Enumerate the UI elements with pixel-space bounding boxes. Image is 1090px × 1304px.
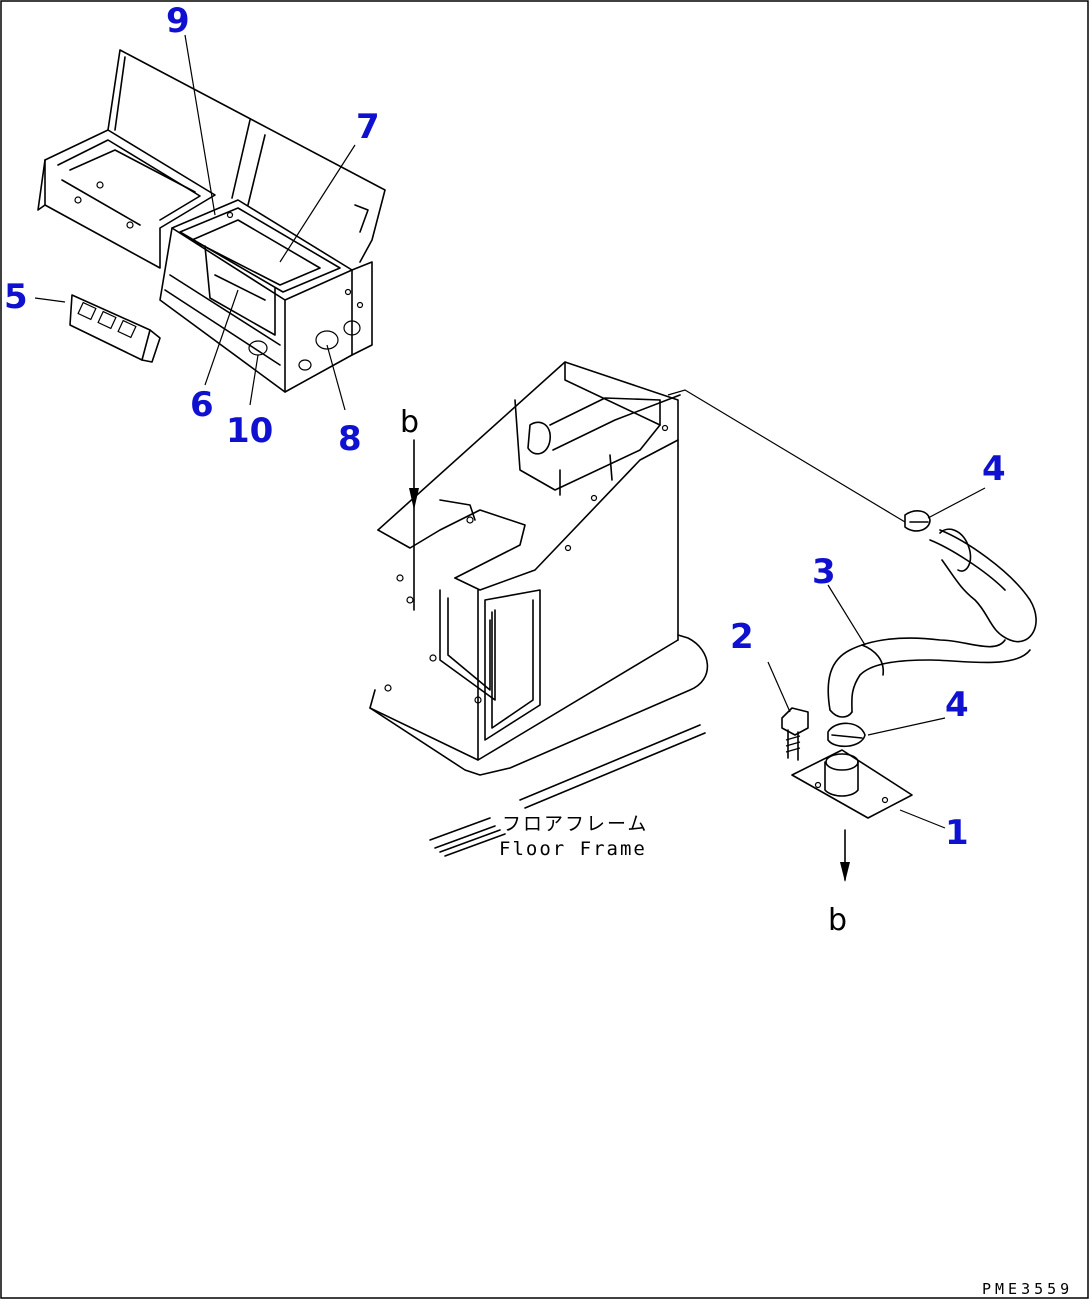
floor-frame-label-jp: フロアフレーム bbox=[502, 813, 648, 835]
callout-2: 2 bbox=[730, 617, 754, 657]
callout-8: 8 bbox=[338, 419, 362, 459]
clamp-upper bbox=[904, 510, 931, 532]
clamp-lower bbox=[827, 722, 866, 748]
duct-assembly bbox=[37, 49, 386, 393]
callout-6: 6 bbox=[190, 385, 214, 425]
callout-4-upper: 4 bbox=[982, 449, 1006, 489]
floor-frame-label-en: Floor Frame bbox=[499, 838, 647, 860]
drawing-code: PME3559 bbox=[982, 1280, 1073, 1298]
callout-leaders bbox=[34, 34, 986, 829]
bolt bbox=[781, 707, 809, 761]
callout-4-lower: 4 bbox=[945, 685, 969, 725]
plate-with-pipe bbox=[791, 749, 913, 819]
floor-frame-cab bbox=[369, 361, 709, 857]
view-arrow-bottom bbox=[840, 829, 850, 882]
callout-5: 5 bbox=[4, 277, 28, 317]
callout-7: 7 bbox=[356, 107, 380, 147]
louver-part bbox=[69, 294, 161, 363]
callout-10: 10 bbox=[226, 411, 273, 451]
hose bbox=[827, 528, 1037, 718]
callout-9: 9 bbox=[166, 1, 190, 41]
leader-line-clamp bbox=[667, 389, 906, 523]
view-marker-bottom: b bbox=[828, 903, 847, 938]
view-arrow-top bbox=[409, 439, 419, 611]
callout-1: 1 bbox=[945, 813, 969, 853]
view-marker-top: b bbox=[400, 405, 419, 440]
callout-3: 3 bbox=[812, 552, 836, 592]
